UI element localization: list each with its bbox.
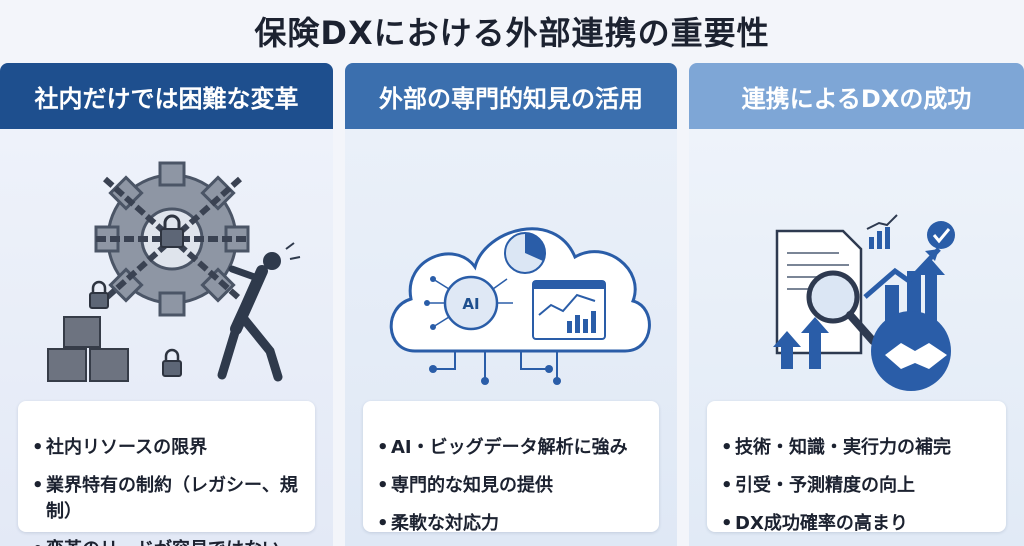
pie-chart-icon <box>504 232 546 274</box>
column-header: 社内だけでは困難な変革 <box>0 63 333 129</box>
bullet-item: 社内リソースの限界 <box>32 435 301 461</box>
bullet-card: 技術・知識・実行力の補完 引受・予測精度の向上 DX成功確率の高まり <box>707 401 1006 537</box>
column-header: 外部の専門的知見の活用 <box>345 63 677 129</box>
column-body: AI <box>345 129 677 546</box>
column-external-expertise: 外部の専門的知見の活用 A <box>345 63 677 546</box>
page-title: 保険DXにおける外部連携の重要性 <box>254 14 770 52</box>
mini-chart-icon <box>866 214 898 249</box>
handshake-icon <box>871 311 951 391</box>
circuit-lines <box>435 351 558 379</box>
bullet-item: 引受・予測精度の向上 <box>721 473 992 499</box>
circuit-nodes <box>429 365 561 385</box>
lock-icon <box>89 280 109 309</box>
bullet-card: 社内リソースの限界 業界特有の制約（レガシー、規制） 変革のリードが容易ではない <box>18 401 315 546</box>
bullet-item: 柔軟な対応力 <box>377 511 645 537</box>
person-pushing-icon <box>217 242 301 382</box>
bullet-item: 専門的な知見の提供 <box>377 473 645 499</box>
bullet-item: DX成功確率の高まり <box>721 511 992 537</box>
magnifier-icon <box>806 270 877 345</box>
bullet-item: AI・ビッグデータ解析に強み <box>377 435 645 461</box>
lock-icon <box>160 214 184 248</box>
bullet-item: 業界特有の制約（レガシー、規制） <box>32 473 301 525</box>
bullet-card: AI・ビッグデータ解析に強み 専門的な知見の提供 柔軟な対応力 <box>363 401 659 537</box>
bullet-item: 変革のリードが容易ではない <box>32 537 301 546</box>
sparkle-icon <box>962 482 998 518</box>
ai-brain-icon: AI <box>424 275 513 331</box>
column-body: 社内リソースの限界 業界特有の制約（レガシー、規制） 変革のリードが容易ではない <box>0 129 333 546</box>
checkmark-icon <box>927 221 955 249</box>
lock-icon <box>162 348 182 377</box>
column-header: 連携によるDXの成功 <box>689 63 1024 129</box>
bullet-item: 技術・知識・実行力の補完 <box>721 435 992 461</box>
success-illustration <box>773 214 955 391</box>
ai-label: AI <box>462 295 479 313</box>
column-dx-success: 連携によるDXの成功 <box>689 63 1024 546</box>
chained-gear-illustration <box>47 161 301 382</box>
box-icon <box>47 316 129 382</box>
column-body: 技術・知識・実行力の補完 引受・予測精度の向上 DX成功確率の高まり <box>689 129 1024 546</box>
column-internal-difficulty: 社内だけでは困難な変革 <box>0 63 333 546</box>
dashboard-icon <box>532 280 606 340</box>
cloud-ai-illustration: AI <box>389 227 651 385</box>
